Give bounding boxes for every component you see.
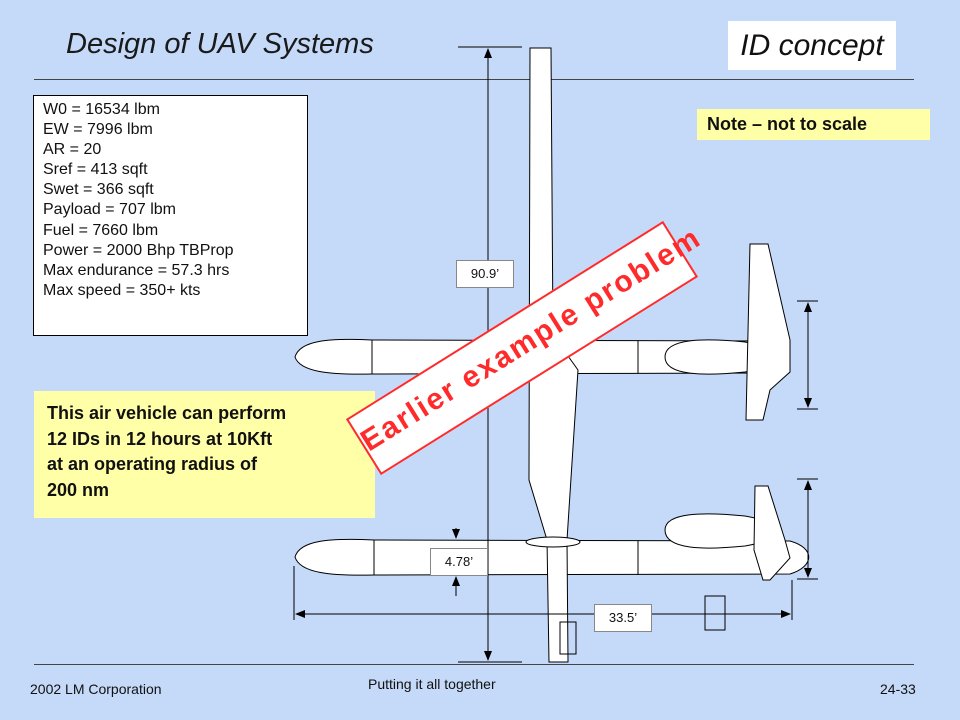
spec-line: Payload = 707 lbm	[43, 201, 176, 219]
footer-divider	[34, 664, 914, 665]
spec-line: Swet = 366 sqft	[43, 181, 154, 199]
copyright: 2002 LM Corporation	[30, 681, 162, 697]
concept-label: ID concept	[728, 21, 896, 70]
arrow-chord-top	[452, 529, 460, 539]
arrow-chord-bottom	[452, 576, 460, 586]
specs-box: W0 = 16534 lbm EW = 7996 lbm AR = 20 Sre…	[33, 95, 308, 336]
spec-line: Fuel = 7660 lbm	[43, 221, 159, 239]
scale-note: Note – not to scale	[697, 109, 930, 140]
spec-line: Sref = 413 sqft	[43, 161, 148, 179]
spec-line: Max endurance = 57.3 hrs	[43, 261, 230, 279]
arrow-span-top	[484, 48, 492, 58]
footer-caption: Putting it all together	[368, 676, 496, 692]
spec-line: AR = 20	[43, 141, 102, 159]
capability-line: 200 nm	[47, 479, 110, 500]
length-dimension-label: 33.5’	[594, 604, 652, 632]
span-dimension-label: 90.9’	[456, 260, 514, 288]
spec-line: Max speed = 350+ kts	[43, 281, 201, 299]
spec-line: W0 = 16534 lbm	[43, 101, 160, 118]
arrow-length-right	[781, 610, 791, 618]
spec-line: Power = 2000 Bhp TBProp	[43, 241, 234, 259]
spec-line: EW = 7996 lbm	[43, 121, 153, 139]
upper-tail	[745, 243, 791, 421]
slide-title: Design of UAV Systems	[66, 28, 374, 60]
capability-box: This air vehicle can perform 12 IDs in 1…	[34, 391, 375, 518]
page-number: 24-33	[880, 681, 916, 697]
title-divider	[34, 79, 914, 80]
arrow-span-bottom	[484, 651, 492, 661]
capability-line: 12 IDs in 12 hours at 10Kft	[47, 428, 273, 449]
capability-line: This air vehicle can perform	[47, 403, 287, 423]
chord-dimension-label: 4.78’	[430, 548, 488, 576]
lower-tail	[753, 485, 791, 581]
arrow-length-left	[295, 610, 305, 618]
capability-line: at an operating radius of	[47, 454, 258, 474]
